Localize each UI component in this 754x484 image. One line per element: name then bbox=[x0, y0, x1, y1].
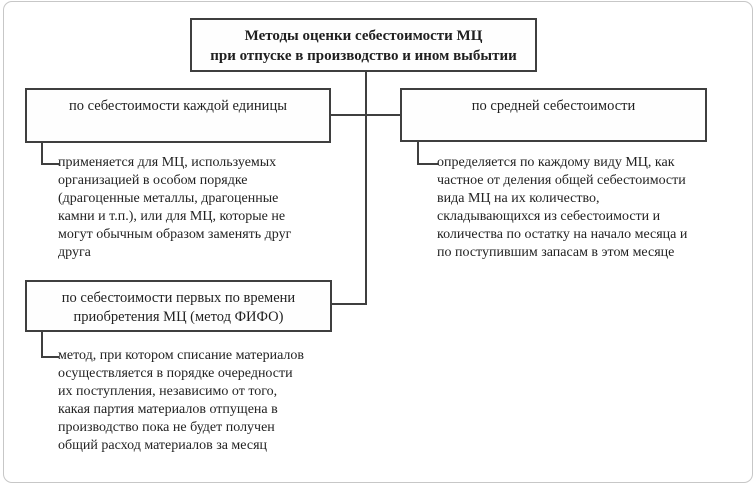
average-cost-node: по средней себестоимости bbox=[400, 88, 707, 142]
connector-title-to-fifo bbox=[365, 72, 367, 305]
title-node: Методы оценки себестоимости МЦ при отпус… bbox=[190, 18, 537, 72]
fifo-description: метод, при котором списание материалов о… bbox=[58, 348, 305, 453]
unit-cost-description: применяется для МЦ, используемых организ… bbox=[58, 155, 292, 260]
connector-average-description bbox=[417, 142, 438, 165]
connector-fifo-stub bbox=[331, 303, 366, 305]
connector-fifo-description bbox=[41, 332, 59, 358]
average-cost-description: определяется по каждому виду МЦ, как час… bbox=[437, 155, 688, 260]
unit-cost-node: по себестоимости каждой единицы bbox=[25, 88, 331, 143]
connector-unit-description bbox=[41, 143, 59, 165]
fifo-node: по себестоимости первых по времени приоб… bbox=[25, 280, 332, 332]
connector-unit-to-average bbox=[331, 114, 401, 116]
